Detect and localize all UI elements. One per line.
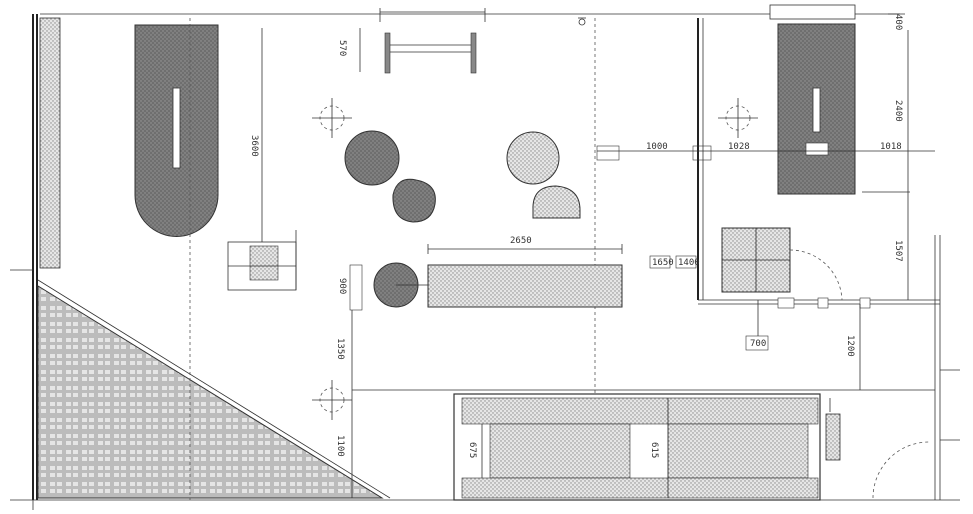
long-table <box>134 24 219 237</box>
round-stool-light <box>506 131 560 185</box>
tag-1400-label: 1400 <box>678 258 700 268</box>
top-markers <box>578 17 586 26</box>
dim-1000-label: 1000 <box>646 142 668 152</box>
armchair-left <box>392 178 436 223</box>
door-markers <box>777 297 871 309</box>
storage-cabinet: 1650 1400 700 <box>649 227 843 351</box>
dim-1018-label: 1018 <box>880 142 902 152</box>
left-wall-strip <box>39 17 61 269</box>
dim-1350-label: 1350 <box>335 338 345 360</box>
lamp-symbol-3 <box>312 380 352 420</box>
dim-570-label: 570 <box>337 40 347 56</box>
round-stool-dark <box>344 130 400 186</box>
tag-700-label: 700 <box>750 339 766 349</box>
dimension-chain-left: 1350 1100 <box>335 310 353 498</box>
dim-1100-label: 1100 <box>335 435 345 457</box>
dim-1028-label: 1028 <box>728 142 750 152</box>
dim-400-label: 400 <box>893 14 903 30</box>
lamp-symbol-2 <box>718 98 758 138</box>
dim-615-label: 615 <box>649 442 659 458</box>
dim-900-label: 900 <box>337 278 347 294</box>
dim-3600-label: 3600 <box>249 135 259 157</box>
dim-1507-label: 1507 <box>893 240 903 262</box>
stepped-seating-triangle <box>37 279 391 499</box>
tag-1650-label: 1650 <box>652 258 674 268</box>
dim-675-label: 675 <box>467 442 477 458</box>
dimension-3600: 3600 <box>249 28 263 242</box>
edge-ticks <box>10 269 960 441</box>
armchair-right <box>532 185 581 219</box>
dim-2400-label: 2400 <box>893 100 903 122</box>
bench-top: 570 <box>337 8 486 74</box>
dimension-row-room: 1000 1028 1018 2400 1507 400 <box>596 13 935 300</box>
dimension-1200: 1200 <box>845 304 861 390</box>
bottom-counter: 675 615 <box>352 389 935 501</box>
dim-1200-label: 1200 <box>845 335 855 357</box>
small-shelf <box>227 230 297 291</box>
meeting-table <box>777 23 856 195</box>
dim-2650-label: 2650 <box>510 236 532 246</box>
lamp-symbol-1 <box>312 98 352 138</box>
reception-counter: 2650 900 <box>337 236 623 311</box>
